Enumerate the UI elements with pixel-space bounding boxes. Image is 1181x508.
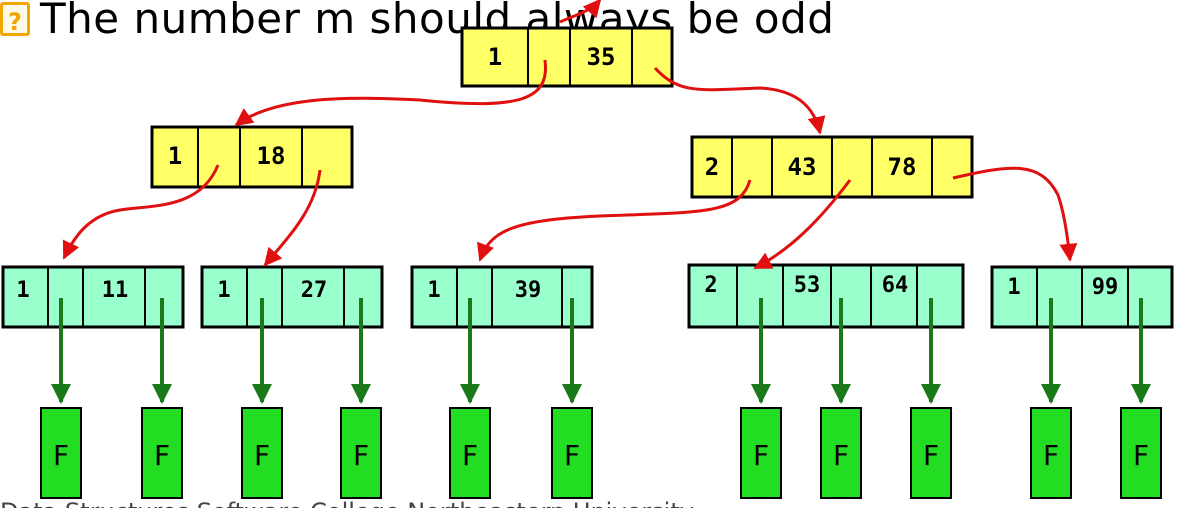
failure-node: [551, 407, 593, 499]
failure-node-label: F: [564, 439, 580, 472]
failure-node: [820, 407, 862, 499]
pointer-arrow: [952, 166, 1078, 262]
failure-node: [40, 407, 82, 499]
leaf-node-4-box: [687, 263, 965, 329]
internal-node-right-key: 43: [788, 153, 817, 181]
internal-node-left-key: 18: [257, 142, 286, 170]
failure-node: [1030, 407, 1072, 499]
failure-node-label: F: [753, 439, 769, 472]
failure-node-label: F: [462, 439, 478, 472]
pointer-arrow: [476, 179, 752, 262]
leaf-node-3-key: 39: [515, 278, 542, 303]
pointer-arrow: [753, 179, 852, 270]
failure-node: [449, 407, 491, 499]
pointer-arrow: [263, 169, 322, 267]
failure-node-label: F: [353, 439, 369, 472]
leaf-node-1-key: 11: [102, 278, 129, 303]
failure-node-label: F: [53, 439, 69, 472]
pointer-arrow: [559, 0, 602, 24]
leaf-node-3-count: 1: [427, 278, 440, 303]
leaf-node-2-key: 27: [301, 278, 328, 303]
leaf-node-4-key: 64: [882, 273, 909, 298]
failure-node: [241, 407, 283, 499]
failure-node-label: F: [833, 439, 849, 472]
failure-node-label: F: [923, 439, 939, 472]
root-node-box: [460, 26, 674, 88]
leaf-node-1-count: 1: [16, 278, 29, 303]
failure-node-label: F: [1043, 439, 1059, 472]
failure-node: [1120, 407, 1162, 499]
failure-node: [910, 407, 952, 499]
failure-node: [340, 407, 382, 499]
failure-node: [740, 407, 782, 499]
failure-node-label: F: [1133, 439, 1149, 472]
pointer-arrow: [653, 66, 826, 135]
leaf-node-4-key: 53: [794, 273, 821, 298]
leaf-node-2-count: 1: [217, 278, 230, 303]
leaf-node-2-box: [200, 265, 384, 329]
internal-node-left-count: 1: [168, 142, 182, 170]
pointer-arrow: [234, 59, 548, 127]
failure-node: [141, 407, 183, 499]
internal-node-right-key: 78: [888, 153, 917, 181]
failure-node-label: F: [154, 439, 170, 472]
internal-node-right-count: 2: [705, 153, 719, 181]
footer-text: Data Structures Software College Northea…: [0, 498, 694, 508]
leaf-node-1-box: [1, 265, 185, 329]
question-mark-icon: ?: [0, 2, 30, 36]
slide-title: The number m should always be odd: [40, 0, 835, 43]
pointer-arrow: [62, 164, 220, 260]
root-node-key: 35: [587, 43, 616, 71]
failure-node-label: F: [254, 439, 270, 472]
leaf-node-4-count: 2: [704, 273, 717, 298]
root-node-count: 1: [488, 43, 502, 71]
leaf-node-5-key: 99: [1092, 275, 1119, 300]
leaf-node-5-count: 1: [1007, 275, 1020, 300]
